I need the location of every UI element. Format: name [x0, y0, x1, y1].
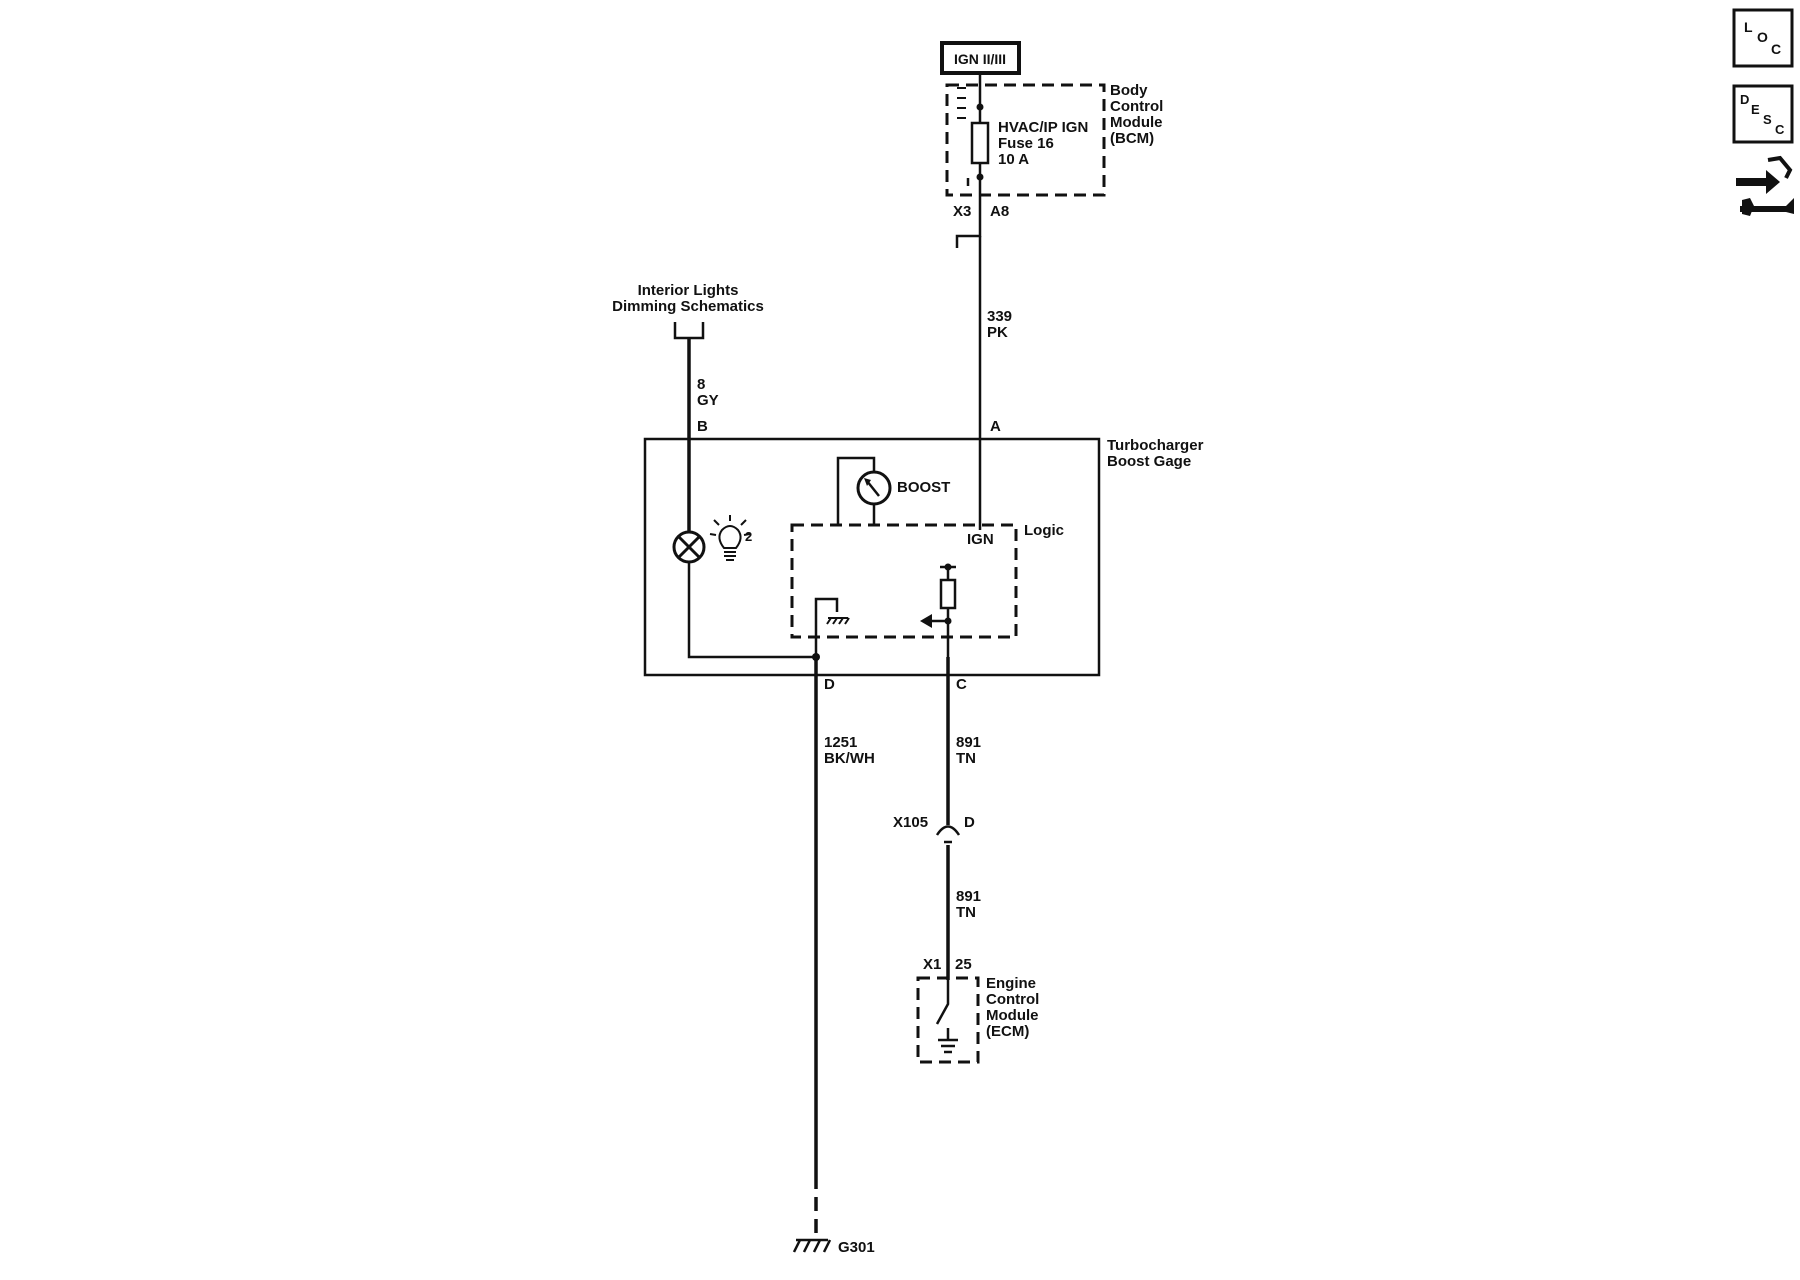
lamp-ground-wire — [687, 562, 816, 659]
fuse-line-3: 10 A — [998, 151, 1029, 168]
ecm-pin: 25 — [955, 956, 972, 973]
chassis-ground-icon — [826, 617, 850, 625]
gage-name-2: Boost Gage — [1107, 453, 1191, 470]
boost-gage-module: Turbocharger Boost Gage 2 — [643, 437, 1204, 677]
wire-tn: C 891 TN 891 TN — [946, 657, 981, 980]
ign-pin-label: IGN — [967, 531, 994, 548]
dimming-schematic-reference: Interior Lights Dimming Schematics 8 GY … — [612, 282, 764, 557]
x105-name: X105 — [893, 814, 928, 831]
boost-meter-icon — [856, 470, 892, 506]
gage-pin-c: C — [956, 676, 967, 693]
dimming-line-1: Interior Lights — [638, 282, 739, 299]
gage-pin-a: A — [990, 418, 1001, 435]
tn-upper-color: TN — [956, 750, 976, 767]
gage-pin-d: D — [824, 676, 835, 693]
logic-ground-wire — [814, 597, 839, 657]
gage-pin-b: B — [697, 418, 708, 435]
signal-arrow-icon — [920, 614, 932, 628]
ecm-switch-icon — [935, 980, 950, 1040]
fuse-lower-node — [976, 173, 984, 181]
tn-lower-color: TN — [956, 904, 976, 921]
bcm-connector: X3 — [953, 203, 971, 220]
gy-circuit: 8 — [697, 376, 705, 393]
backlight-bulb-icon — [709, 515, 751, 561]
wire-pk: 339 PK A — [978, 236, 1012, 530]
dimming-line-2: Dimming Schematics — [612, 298, 764, 315]
ground-g301: G301 — [792, 1238, 875, 1256]
fuse-icon — [970, 121, 990, 165]
lamp-icon — [672, 530, 706, 564]
x3-connector-icon — [955, 178, 982, 248]
bcm-name-4: (BCM) — [1110, 130, 1154, 147]
svg-text:C: C — [1771, 41, 1781, 57]
svg-text:S: S — [1763, 112, 1772, 127]
ign-label: IGN II/III — [954, 51, 1006, 67]
ground-label: G301 — [838, 1239, 875, 1256]
ecm-name-2: Control — [986, 991, 1039, 1008]
bcm-bus-marks — [957, 87, 966, 119]
bcm-name-1: Body — [1110, 82, 1148, 99]
logic-outline — [790, 523, 1018, 639]
gy-color: GY — [697, 392, 719, 409]
ecm-name-3: Module — [986, 1007, 1039, 1024]
logic-label: Logic — [1024, 522, 1064, 539]
bcm-name-3: Module — [1110, 114, 1163, 131]
meter-feed-wire — [836, 456, 876, 525]
loc-icon[interactable]: L O C — [1732, 8, 1794, 68]
dimming-connector-icon — [673, 322, 705, 340]
tn-upper-circuit: 891 — [956, 734, 981, 751]
x105-pin: D — [964, 814, 975, 831]
svg-text:D: D — [1740, 92, 1749, 107]
bcm-module: Body Control Module (BCM) HVAC/IP IGN Fu… — [945, 73, 1163, 248]
gage-name-1: Turbocharger — [1107, 437, 1204, 454]
ign-power-source: IGN II/III — [940, 41, 1021, 75]
connector-repair-icon[interactable] — [1736, 155, 1794, 216]
wire-bkwh: D 1251 BK/WH — [814, 657, 875, 1240]
ecm-connector: X1 — [923, 956, 941, 973]
x105-connector-icon — [935, 825, 961, 836]
bcm-outline — [945, 83, 1106, 197]
x105-connector: X105 D — [893, 814, 975, 844]
boost-label: BOOST — [897, 479, 950, 496]
desc-icon[interactable]: D E S C — [1732, 84, 1794, 144]
fuse-line-1: HVAC/IP IGN — [998, 119, 1088, 136]
pk-color: PK — [987, 324, 1008, 341]
bcm-pin: A8 — [990, 203, 1009, 220]
resistor-icon — [939, 578, 957, 610]
fuse-line-2: Fuse 16 — [998, 135, 1054, 152]
ecm-module: X1 25 Engine Control Module (ECM) — [916, 956, 1039, 1064]
svg-text:C: C — [1775, 122, 1785, 137]
bulb-superscript: 2 — [745, 529, 752, 544]
ecm-name-4: (ECM) — [986, 1023, 1029, 1040]
ecm-outline — [916, 976, 980, 1064]
bkwh-color: BK/WH — [824, 750, 875, 767]
bkwh-circuit: 1251 — [824, 734, 857, 751]
gage-outline — [643, 437, 1101, 677]
svg-text:O: O — [1757, 29, 1768, 45]
ecm-name-1: Engine — [986, 975, 1036, 992]
pk-circuit: 339 — [987, 308, 1012, 325]
svg-text:E: E — [1751, 102, 1760, 117]
bcm-name-2: Control — [1110, 98, 1163, 115]
tn-lower-circuit: 891 — [956, 888, 981, 905]
svg-text:L: L — [1744, 19, 1753, 35]
